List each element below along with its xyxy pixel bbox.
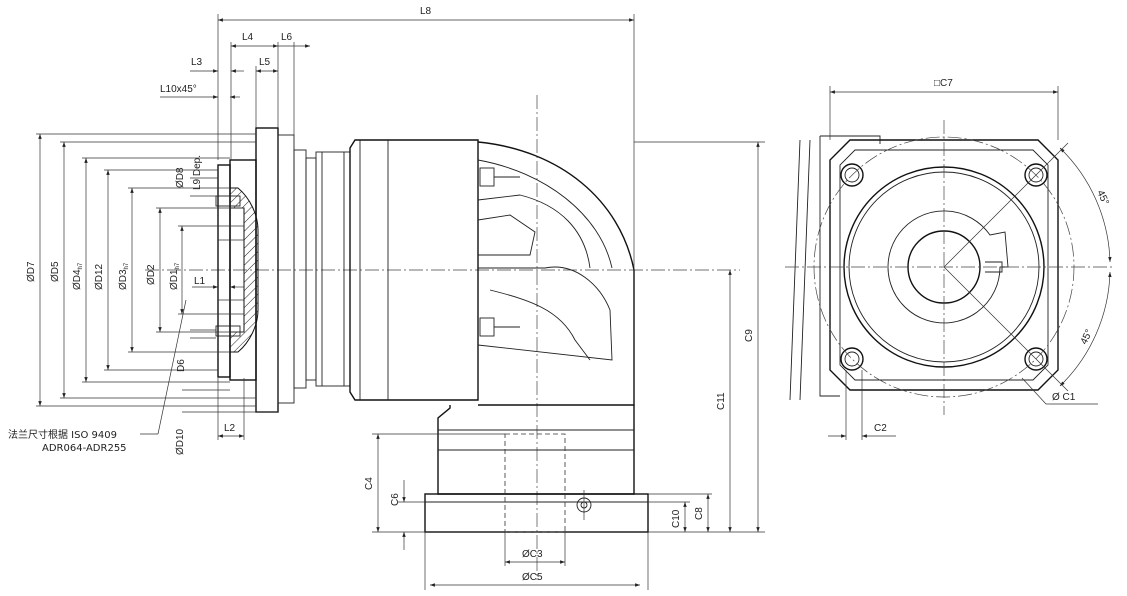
label-l6: L6 (281, 32, 293, 43)
label-c2: C2 (874, 423, 887, 434)
label-c11: C11 (716, 392, 727, 410)
label-c1: Ø C1 (1052, 392, 1076, 403)
label-l8: L8 (420, 6, 432, 17)
label-l3: L3 (191, 57, 203, 68)
label-l9: L9 Dep. (192, 155, 203, 190)
label-c10: C10 (671, 509, 682, 528)
label-d6: D6 (176, 359, 187, 372)
label-c7: □C7 (934, 78, 953, 89)
label-c6: C6 (390, 493, 401, 506)
label-l4: L4 (242, 32, 254, 43)
side-view-dimensions: L8 L4 L6 L3 L5 L10x45° ØD8 L9 Dep. ØD7 Ø… (8, 6, 765, 590)
front-view-dimensions: □C7 45° 45° Ø C1 C2 (828, 78, 1112, 440)
front-view (785, 120, 1115, 415)
label-c9: C9 (744, 329, 755, 342)
label-d2: ØD2 (146, 264, 157, 285)
label-d12: ØD12 (94, 263, 105, 290)
label-d10: ØD10 (175, 428, 186, 455)
label-c4: C4 (364, 477, 375, 490)
label-c3: ØC3 (522, 549, 543, 560)
label-c5: ØC5 (522, 572, 543, 583)
label-l1: L1 (194, 276, 206, 287)
label-l10: L10x45° (160, 84, 197, 95)
label-c8: C8 (694, 507, 705, 520)
flange-note-line1: 法兰尺寸根据 ISO 9409 (8, 428, 117, 441)
label-d7: ØD7 (26, 261, 37, 282)
label-d5: ØD5 (50, 261, 61, 282)
angle-45-bottom: 45° (1079, 328, 1095, 346)
label-d3: ØD3h7 (118, 262, 130, 290)
label-d4: ØD4h7 (72, 262, 84, 290)
angle-45-top: 45° (1094, 189, 1110, 207)
label-l2: L2 (224, 423, 236, 434)
label-d1: ØD1h7 (169, 262, 181, 290)
side-view (145, 95, 740, 580)
label-d8: ØD8 (175, 167, 186, 188)
label-l5: L5 (259, 57, 271, 68)
flange-note-line2: ADR064-ADR255 (42, 443, 127, 454)
